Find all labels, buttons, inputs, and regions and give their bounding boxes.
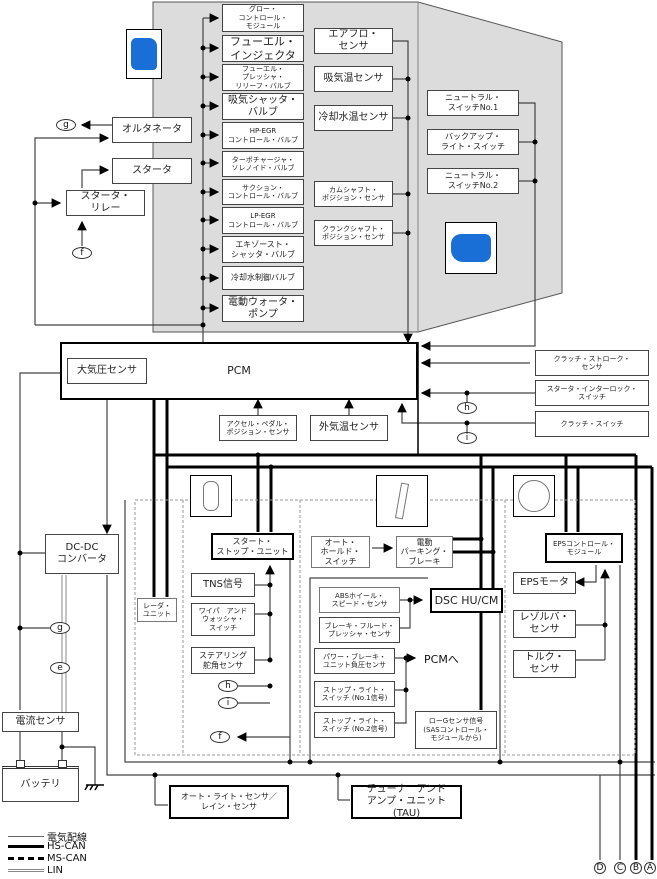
legend-wire: 電気配線 xyxy=(8,829,87,844)
connector-h-ss: h xyxy=(218,680,238,692)
to-pcm-label: PCMへ xyxy=(424,653,459,666)
electric-parking-brake: 電動 パーキング・ ブレーキ xyxy=(396,536,453,568)
pcm-label: PCM xyxy=(227,364,251,378)
sensor-clutch-stroke: クラッチ・ストローク・ センサ xyxy=(535,350,649,376)
start-stop-unit: スタート・ ストップ・ユニット xyxy=(211,533,294,560)
switch-neutral-1: ニュートラル・ スイッチNo.1 xyxy=(427,90,519,116)
legend-ms-can: MS-CAN xyxy=(8,853,87,864)
actuator-exhaust-shutter: エキゾースト・ シャッタ・バルブ xyxy=(222,236,304,263)
connector-g-top: g xyxy=(56,119,76,131)
current-sensor: 電流センサ xyxy=(2,712,79,732)
sensor-brake-fluid: ブレーキ・フルード・ プレッシャ・センサ xyxy=(319,617,400,643)
sensor-brake-vacuum: パワー・ブレーキ・ ユニット負圧センサ xyxy=(314,648,395,674)
bus-end-d: D xyxy=(594,862,606,874)
switch-wiper-washer: ワイパ アンド ウォッシャ・ スイッチ xyxy=(191,603,255,636)
key-fob-icon xyxy=(190,475,232,517)
switch-auto-hold: オート・ ホールド・ スイッチ xyxy=(311,536,370,568)
connector-e: e xyxy=(50,662,70,674)
actuator-fuel-injector: フューエル・ インジェクタ xyxy=(222,35,304,62)
sensor-steering-angle: ステアリング 舵角センサ xyxy=(191,647,255,674)
sensor-ambient-temp: 外気温センサ xyxy=(310,415,388,441)
bus-end-c: C xyxy=(614,862,626,874)
tau-unit: チューナ アンド アンプ・ユニット (TAU) xyxy=(351,784,462,819)
tns-signal: TNS信号 xyxy=(191,573,255,597)
sensor-camshaft: カムシャフト・ ポジション・センサ xyxy=(314,181,393,207)
sensor-abs-wheel: ABSホイール・ スピード・センサ xyxy=(319,587,400,613)
actuator-glow-control: グロー・ コントロール・ モジュール xyxy=(222,4,304,32)
sensor-resolver: レゾルバ・ センサ xyxy=(513,610,576,638)
battery-terminal-pos xyxy=(58,760,67,768)
actuator-coolant-valve: 冷却水制御バルブ xyxy=(222,266,304,290)
legend-label: HS-CAN xyxy=(47,841,86,852)
legend-label: MS-CAN xyxy=(47,853,87,864)
actuator-lp-egr: LP-EGR コントロール・バルブ xyxy=(222,207,304,234)
connector-i-pcm: i xyxy=(457,432,477,444)
connector-h-pcm: h xyxy=(457,402,477,414)
switch-starter-interlock: スタータ・インターロック・ スイッチ xyxy=(535,380,649,406)
dsc-hu-cm: DSC HU/CM xyxy=(430,588,503,613)
radar-unit: レーダ・ ユニット xyxy=(137,598,177,622)
low-g-sensor-signal: ローGセンサ信号 (SASコントロール・ モジュールから) xyxy=(415,711,497,749)
switch-clutch: クラッチ・スイッチ xyxy=(535,411,649,437)
legend-lin: LIN xyxy=(8,865,63,876)
eps-control-module: EPSコントロール・ モジュール xyxy=(545,533,623,563)
transmission-icon xyxy=(445,222,497,274)
sensor-coolant-temp: 冷却水温センサ xyxy=(314,105,393,131)
eps-motor: EPSモータ xyxy=(513,572,576,594)
legend-label: 電気配線 xyxy=(47,833,87,844)
battery-label: バッテリ xyxy=(20,779,61,790)
actuator-intake-shutter: 吸気シャッタ・ バルブ xyxy=(222,93,304,120)
sensor-crankshaft: クランクシャフト・ ポジション・センサ xyxy=(314,220,393,246)
steering-wheel-icon xyxy=(513,475,555,517)
actuator-suction-control: サクション・ コントロール・バルブ xyxy=(222,179,304,205)
sensor-barometric: 大気圧センサ xyxy=(67,358,147,384)
bus-end-b: B xyxy=(630,862,642,874)
alternator: オルタネータ xyxy=(112,117,192,143)
switch-neutral-2: ニュートラル・ スイッチNo.2 xyxy=(427,168,519,194)
sensor-torque: トルク・ センサ xyxy=(513,650,576,678)
connector-f-top: f xyxy=(72,247,92,259)
sensor-accel-pedal: アクセル・ペダル・ ポジション・センサ xyxy=(219,415,297,441)
actuator-water-pump: 電動ウォータ・ ポンプ xyxy=(222,295,304,322)
dcdc-converter: DC-DC コンバータ xyxy=(45,534,119,574)
switch-stop-light-1: ストップ・ライト・ スイッチ (No.1信号) xyxy=(314,681,395,707)
connector-g-left: g xyxy=(50,622,70,634)
switch-stop-light-2: ストップ・ライト・ スイッチ (No.2信号) xyxy=(314,712,395,738)
switch-backup-light: バックアップ・ ライト・スイッチ xyxy=(427,129,519,155)
battery-terminal-neg xyxy=(16,760,25,768)
bus-end-a: A xyxy=(644,862,656,874)
ground-icon xyxy=(84,784,104,791)
brake-pedal-icon xyxy=(376,475,428,527)
engine-icon xyxy=(126,29,162,79)
connector-i-ss: i xyxy=(218,697,238,709)
actuator-hp-egr: HP-EGR コントロール・バルブ xyxy=(222,122,304,149)
connector-f-ss: f xyxy=(210,731,230,743)
sensor-intake-temp: 吸気温センサ xyxy=(314,66,393,92)
auto-light-rain-sensor: オート・ライト・センサ／ レイン・センサ xyxy=(169,785,289,819)
legend-hs-can: HS-CAN xyxy=(8,841,86,852)
sensor-airflow: エアフロ・ センサ xyxy=(314,28,393,54)
starter-relay: スタータ・ リレー xyxy=(66,190,145,216)
legend-label: LIN xyxy=(47,865,64,876)
battery: バッテリ xyxy=(2,766,79,802)
starter: スタータ xyxy=(112,158,192,184)
actuator-fuel-pressure-relief: フューエル・ プレッシャ・ リリーフ・バルブ xyxy=(222,64,304,91)
actuator-turbo-solenoid: ターボチャージャ・ ソレノイド・バルブ xyxy=(222,151,304,177)
